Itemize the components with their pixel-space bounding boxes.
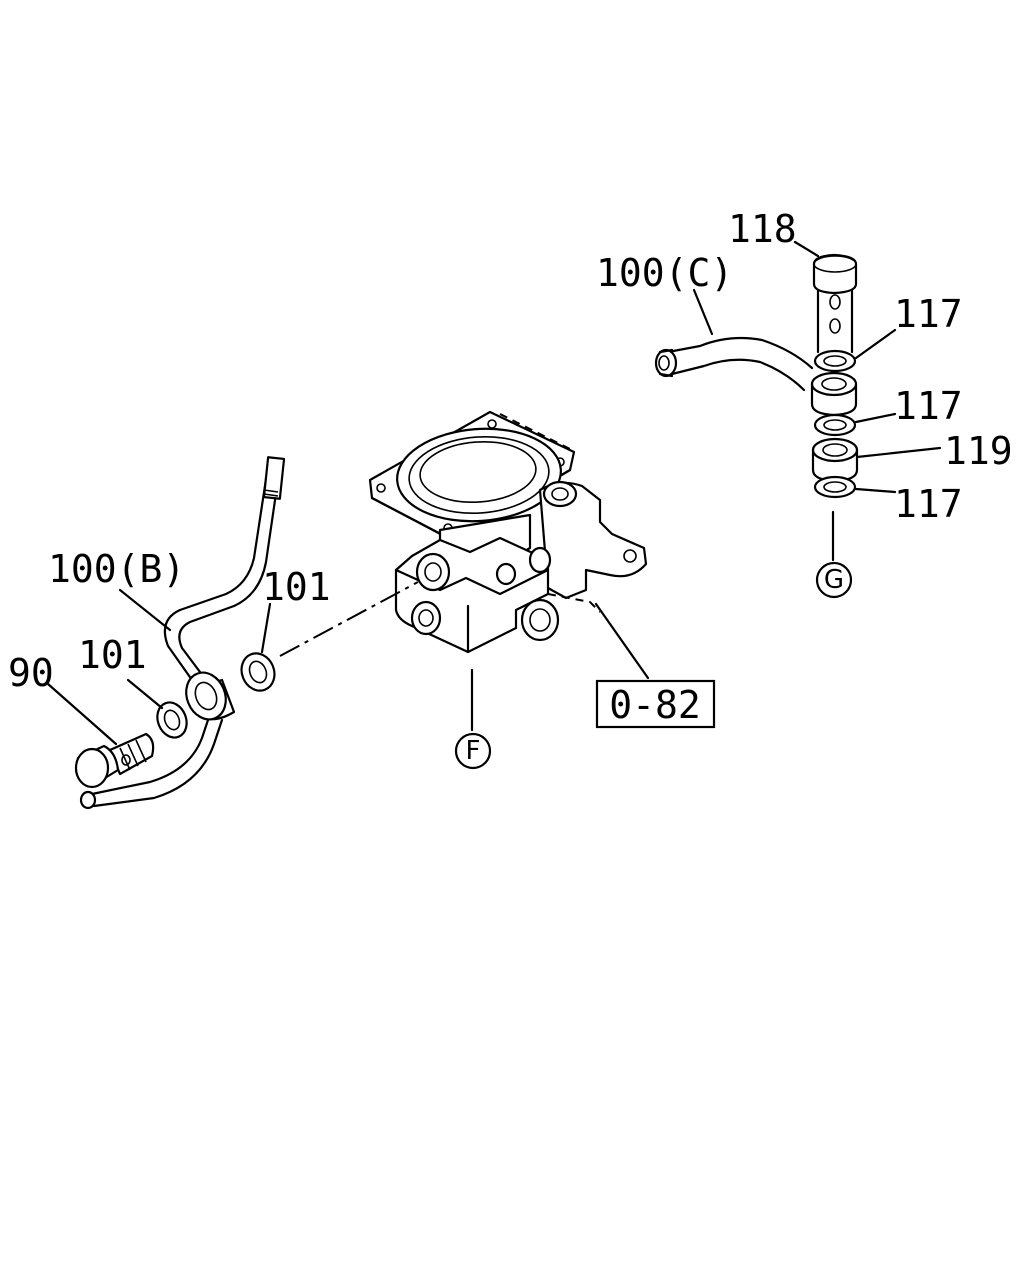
label-part-117-mid: 117	[894, 384, 963, 428]
banjo-bolt-118	[812, 253, 858, 354]
ref-box-0-82[interactable]: 0-82	[595, 679, 716, 729]
washer-117-top	[813, 349, 857, 373]
washer-117-bottom	[813, 475, 857, 499]
washer-117-mid	[813, 413, 857, 437]
washer-101-left	[156, 701, 188, 739]
connector-f-label: F	[466, 736, 481, 766]
label-part-101-left: 101	[78, 633, 147, 677]
banjo-eye-100b	[185, 671, 236, 721]
connector-g-label: G	[824, 565, 844, 595]
label-part-117-top: 117	[894, 292, 963, 336]
pipe-100c	[654, 336, 814, 392]
label-part-118: 118	[728, 207, 797, 251]
banjo-bolt-90	[74, 732, 155, 789]
connector-g: G	[815, 561, 853, 599]
connector-f: F	[454, 732, 492, 770]
label-part-119: 119	[944, 429, 1013, 473]
banjo-eye-100c	[810, 371, 858, 417]
label-part-100b: 100(B)	[48, 547, 185, 591]
label-part-101-right: 101	[262, 565, 331, 609]
spacer-119	[811, 437, 859, 483]
label-part-90: 90	[8, 651, 54, 695]
ref-box-label: 0-82	[609, 683, 701, 727]
washer-101-right	[240, 652, 276, 692]
label-part-100c: 100(C)	[596, 251, 733, 295]
pipe-100b	[79, 456, 286, 810]
housing	[368, 410, 648, 654]
label-part-117-bottom: 117	[894, 482, 963, 526]
